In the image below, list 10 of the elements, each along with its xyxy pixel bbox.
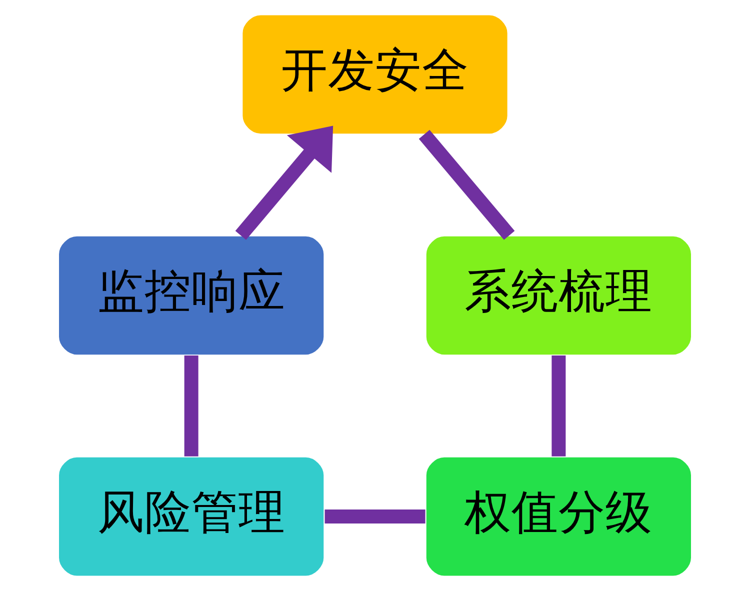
node-box: 权值分级 — [424, 456, 693, 578]
connector — [418, 130, 515, 240]
node-box: 系统梳理 — [424, 234, 693, 356]
node-box: 开发安全 — [241, 14, 509, 136]
node-box: 监控响应 — [57, 234, 326, 356]
connector — [552, 355, 566, 456]
node-box: 风险管理 — [57, 456, 326, 578]
arrow — [235, 126, 334, 240]
connector — [184, 355, 198, 456]
connector — [324, 510, 426, 524]
